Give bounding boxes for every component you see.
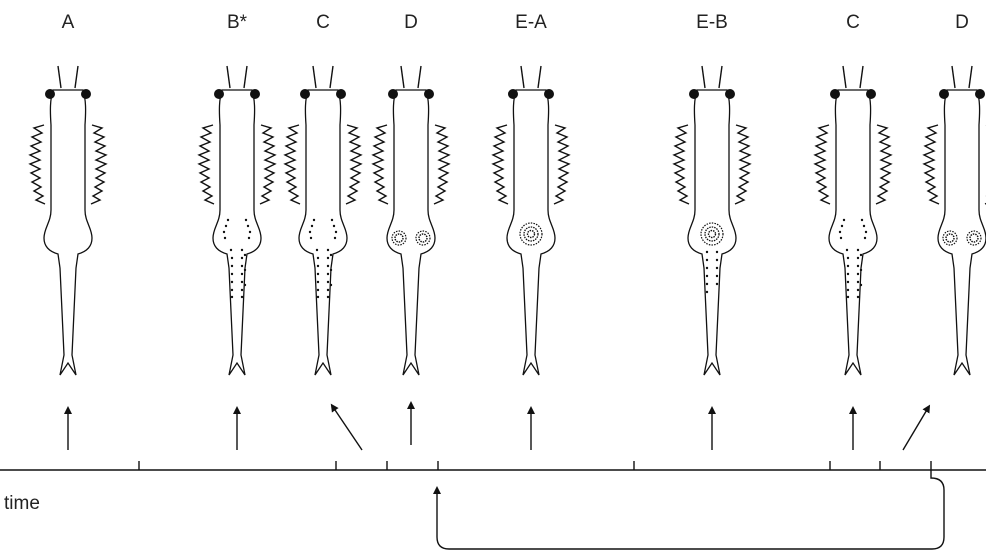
worm-stage-b [199,66,275,375]
worm-stage-c1 [285,66,361,375]
stage-label-c2: C [846,12,860,33]
worm-stage-d2 [924,66,986,375]
time-axis-label: time [4,493,40,514]
worm-stage-c2 [815,66,891,375]
stage-label-d1: D [404,12,418,33]
arrow-c1 [333,407,362,450]
stage-label-ea: E-A [515,12,547,33]
stage-arrows [68,405,928,450]
worm-stage-a [30,66,106,375]
arrow-d2 [903,408,928,450]
timeline: time [0,461,986,514]
worm-stage-eb [674,66,750,375]
stage-label-d2: D [955,12,969,33]
stage-label-a: A [62,12,75,33]
stage-label-eb: E-B [696,12,728,33]
worm-stage-d1 [373,66,449,375]
cycle-loop-arrow [437,470,944,549]
stage-label-b: B* [227,12,248,33]
worm-stage-ea [493,66,569,375]
stage-label-c1: C [316,12,330,33]
